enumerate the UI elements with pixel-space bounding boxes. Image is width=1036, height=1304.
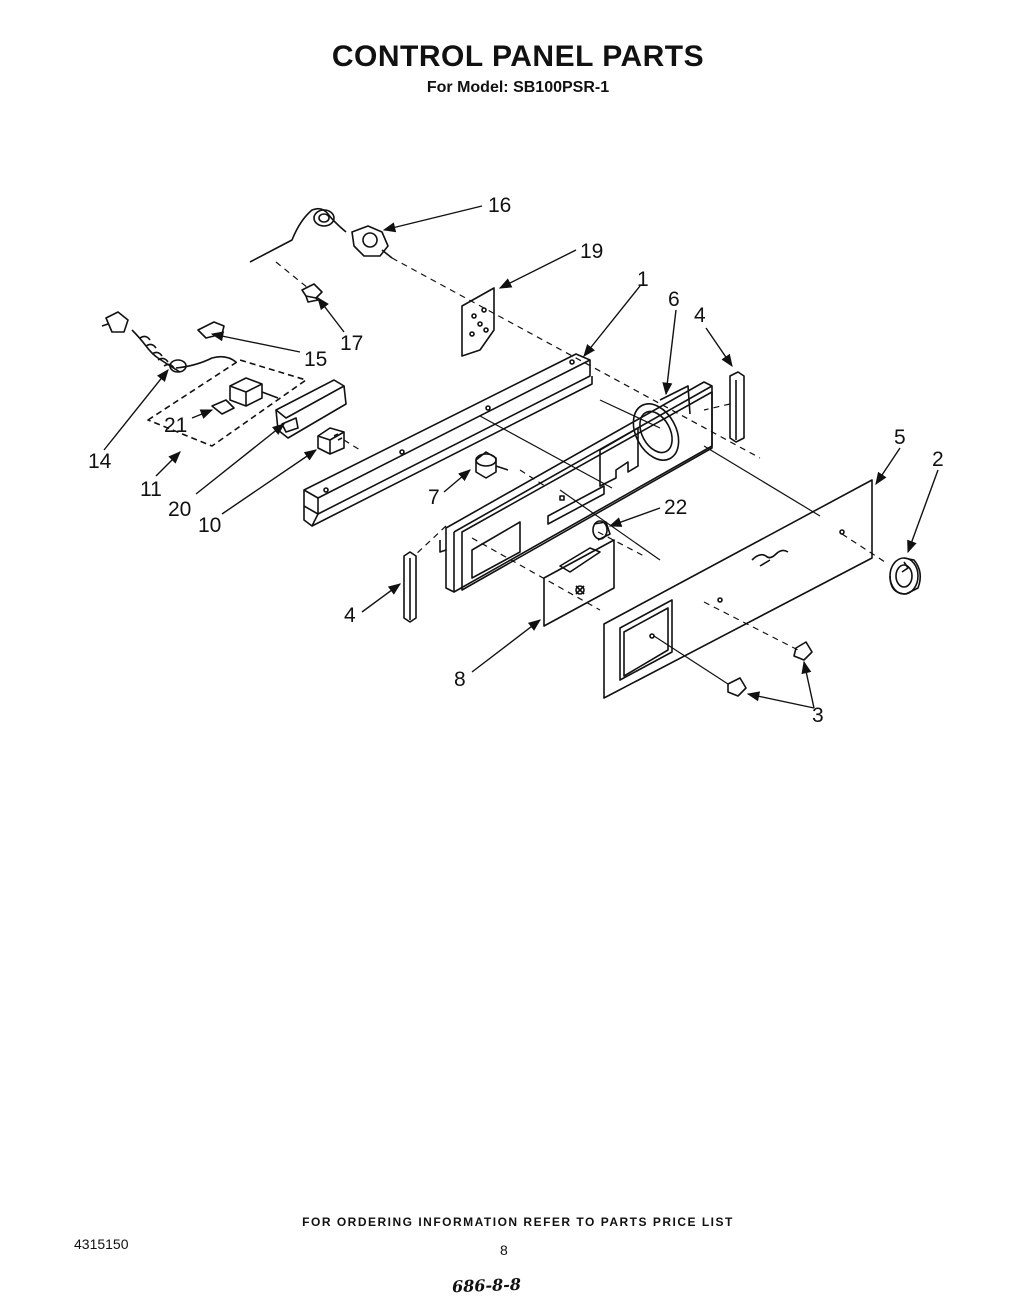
switch-part (229, 377, 279, 407)
callout-7: 7 (428, 486, 440, 509)
side-trim-left-part (403, 551, 417, 623)
lamp-socket-part (249, 207, 393, 263)
model-subtitle: For Model: SB100PSR-1 (426, 79, 610, 96)
button-parts (727, 641, 813, 697)
circuit-board-part (461, 287, 495, 357)
side-trim-right-part (729, 371, 745, 443)
socket-part (475, 451, 509, 479)
power-cord-part (101, 311, 237, 373)
page-number: 8 (500, 1242, 508, 1258)
callout-22: 22 (664, 496, 687, 519)
assembly-lines-solid (479, 399, 821, 685)
leader-lines (103, 205, 939, 709)
clip-part (301, 283, 323, 303)
callout-19: 19 (580, 240, 603, 263)
assembly-lines (275, 257, 889, 651)
callout-10: 10 (198, 514, 221, 537)
ordering-note: FOR ORDERING INFORMATION REFER TO PARTS … (302, 1215, 734, 1229)
channel-bracket-part (303, 353, 593, 527)
callout-20: 20 (168, 498, 191, 521)
callout-2: 2 (932, 448, 944, 471)
page-title: CONTROL PANEL PARTS (331, 40, 705, 73)
connector-block-part (317, 427, 345, 455)
knob-part (889, 557, 922, 595)
callout-labels: 16 19 1 6 4 17 15 14 21 11 20 10 7 22 5 … (88, 194, 944, 727)
callout-16: 16 (488, 194, 511, 217)
callout-1: 1 (637, 268, 649, 291)
callout-21: 21 (164, 414, 187, 437)
callout-5: 5 (894, 426, 906, 449)
callout-14: 14 (88, 450, 112, 473)
callout-11: 11 (140, 478, 162, 501)
bushing-part (592, 520, 611, 541)
callout-4-left: 4 (344, 604, 356, 627)
callout-3: 3 (812, 704, 824, 727)
handwritten-note: 686-8-8 (451, 1274, 522, 1297)
callout-8: 8 (454, 668, 466, 691)
callout-15: 15 (304, 348, 327, 371)
callout-17: 17 (340, 332, 363, 355)
control-module-part (543, 539, 615, 627)
switch-clip-part (211, 399, 235, 415)
callout-4-right: 4 (694, 304, 706, 327)
bracket-part (197, 321, 225, 339)
switch-kit-outline (147, 359, 307, 447)
console-frame-part (439, 381, 713, 593)
document-number: 4315150 (74, 1236, 129, 1252)
callout-6: 6 (668, 288, 680, 311)
front-panel-part (603, 479, 873, 699)
